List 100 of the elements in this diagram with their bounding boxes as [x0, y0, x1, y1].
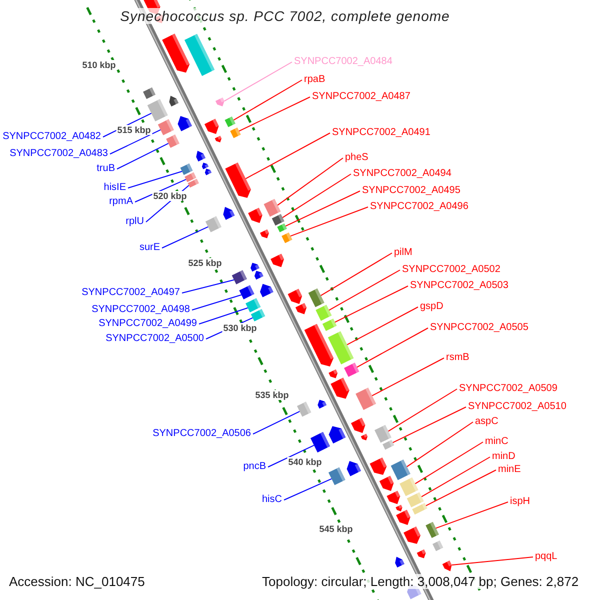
gene-feature — [288, 288, 302, 304]
gene-feature — [248, 208, 262, 223]
gene-feature — [143, 87, 156, 99]
gene-label: hisC — [262, 494, 282, 506]
gene-feature — [246, 298, 261, 312]
gene-feature — [282, 232, 292, 244]
leader-line — [134, 178, 186, 202]
gene-label: SYNPCC7002_A0495 — [362, 185, 460, 197]
gene-label: SYNPCC7002_A0498 — [92, 304, 190, 316]
gene-feature — [356, 388, 376, 410]
leader-line — [128, 170, 182, 188]
leader-line — [233, 80, 302, 121]
leader-line — [406, 422, 474, 468]
position-tick-label: 530 kbp — [222, 323, 258, 333]
gene-feature — [304, 324, 334, 366]
gene-label: rplU — [126, 216, 144, 228]
position-tick-label: 535 kbp — [254, 390, 290, 400]
position-tick-label: 510 kbp — [81, 60, 117, 70]
gene-label: SYNPCC7002_A0482 — [2, 131, 101, 143]
position-tick-label: 515 kbp — [116, 125, 152, 135]
leader-line — [245, 132, 330, 180]
leader-line — [238, 96, 310, 132]
gene-feature — [344, 362, 360, 377]
gene-feature — [330, 378, 350, 399]
gene-label: SYNPCC7002_A0496 — [370, 201, 468, 213]
gene-feature — [382, 440, 394, 450]
leader-line — [110, 129, 162, 154]
leader-line — [268, 444, 314, 468]
gene-label: minE — [498, 464, 521, 476]
gene-label: aspC — [475, 416, 498, 428]
gene-label: truB — [96, 163, 115, 175]
gene-feature — [260, 229, 269, 238]
gene-feature — [184, 172, 196, 182]
gene-feature — [250, 308, 266, 322]
gene-feature — [162, 34, 190, 73]
gene-feature — [232, 270, 247, 284]
leader-line — [388, 388, 458, 432]
gene-label: SYNPCC7002_A0505 — [430, 322, 528, 334]
position-tick-label: 540 kbp — [287, 457, 323, 467]
gene-label: SYNPCC7002_A0509 — [459, 383, 558, 395]
gene-feature — [310, 432, 330, 452]
accession-text: Accession: NC_010475 — [9, 574, 145, 589]
gene-label: rpmA — [109, 196, 133, 208]
gene-label: SYNPCC7002_A0502 — [402, 264, 500, 276]
leader-line — [277, 158, 344, 206]
leader-line — [290, 206, 368, 237]
gene-label: SYNPCC7002_A0484 — [294, 56, 392, 68]
genome-info-text: Topology: circular; Length: 3,008,047 bp; Genes: 2,872 — [262, 574, 579, 589]
gene-label: SYNPCC7002_A0494 — [353, 168, 452, 180]
gene-feature — [322, 318, 337, 332]
gene-feature — [147, 99, 168, 122]
gene-label: SYNPCC7002_A0510 — [468, 401, 566, 413]
gene-feature — [270, 254, 284, 268]
gene-feature — [295, 303, 307, 314]
leader-line — [328, 270, 400, 311]
gene-feature — [272, 214, 284, 226]
gene-feature — [260, 284, 274, 298]
leader-line — [435, 502, 508, 529]
gene-label: rsmB — [446, 352, 470, 364]
leader-line — [284, 478, 332, 500]
gene-feature — [390, 460, 410, 480]
gene-label: SYNPCC7002_A0497 — [82, 287, 180, 299]
gene-feature — [404, 526, 421, 544]
gene-feature — [328, 426, 346, 444]
gene-feature — [205, 216, 222, 232]
gene-feature — [351, 418, 366, 433]
leader-line — [198, 307, 248, 324]
leader-line — [414, 442, 484, 484]
position-tick-label: 525 kbp — [187, 258, 223, 268]
gene-feature — [442, 560, 452, 572]
gene-label: SYNPCC7002_A0491 — [332, 127, 430, 139]
gene-feature — [224, 116, 236, 128]
leader-line — [372, 358, 444, 396]
gene-feature — [239, 285, 254, 300]
gene-feature — [254, 270, 264, 280]
gene-feature — [225, 162, 251, 198]
leader-line — [252, 410, 300, 434]
gene-feature — [396, 504, 402, 512]
gene-label: minD — [492, 451, 516, 463]
gene-feature — [214, 136, 222, 142]
gene-feature — [396, 510, 410, 525]
gene-feature — [180, 163, 193, 175]
leader-line — [192, 294, 242, 310]
leader-line — [392, 406, 466, 444]
leader-line — [285, 190, 360, 227]
gene-feature — [400, 477, 418, 496]
gene-label: SYNPCC7002_A0499 — [98, 318, 197, 330]
leader-line — [426, 470, 496, 506]
gene-feature — [346, 461, 362, 476]
gene-feature — [264, 198, 281, 217]
gene-feature — [215, 97, 224, 106]
gene-feature — [196, 150, 206, 162]
gene-feature — [296, 402, 312, 417]
gene-feature — [395, 556, 404, 568]
gene-label: SYNPCC7002_A0500 — [106, 333, 204, 345]
gene-feature — [412, 503, 428, 515]
gene-label: surE — [139, 242, 160, 254]
leader-line — [356, 328, 428, 368]
gene-feature — [223, 206, 235, 220]
leader-line — [282, 174, 352, 218]
